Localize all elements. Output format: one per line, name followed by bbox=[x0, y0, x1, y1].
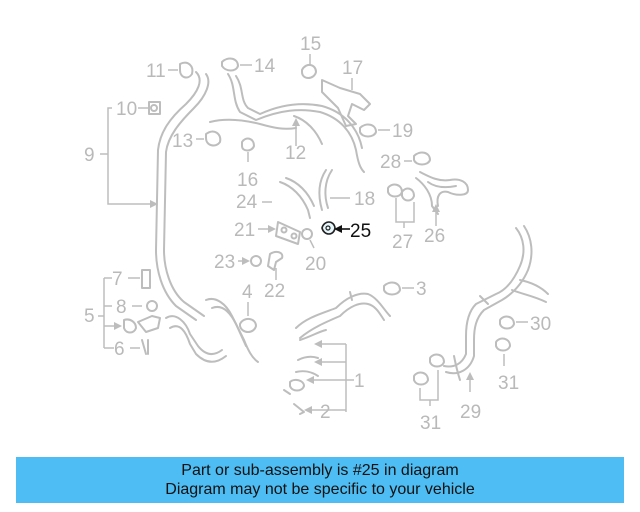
callout-label-28: 28 bbox=[380, 152, 401, 173]
callout-label-29: 29 bbox=[460, 402, 481, 423]
callout-9: 9 bbox=[84, 107, 158, 208]
callout-label-10: 10 bbox=[116, 99, 137, 120]
callout-31-right: 31 bbox=[495, 337, 519, 394]
callout-label-31-right: 31 bbox=[498, 373, 519, 394]
callout-7: 7 bbox=[104, 269, 151, 290]
callout-17: 17 bbox=[321, 58, 371, 127]
callout-label-8: 8 bbox=[116, 297, 127, 318]
callout-11: 11 bbox=[146, 61, 194, 82]
callout-label-21: 21 bbox=[234, 220, 255, 241]
callout-label-31-left: 31 bbox=[420, 413, 441, 434]
callout-label-11: 11 bbox=[146, 61, 166, 82]
callout-14: 14 bbox=[221, 56, 276, 77]
callout-23: 23 bbox=[214, 252, 262, 273]
callout-label-13: 13 bbox=[172, 131, 193, 152]
callout-21: 21 bbox=[234, 220, 301, 245]
callout-label-22: 22 bbox=[264, 281, 285, 302]
callout-31-left: 31 bbox=[413, 353, 445, 434]
callout-30: 30 bbox=[499, 314, 551, 335]
callout-19: 19 bbox=[359, 121, 413, 142]
callout-label-23: 23 bbox=[214, 252, 235, 273]
callout-6: 6 bbox=[104, 339, 149, 360]
callout-label-3: 3 bbox=[416, 279, 427, 300]
callout-16: 16 bbox=[237, 137, 258, 191]
callout-label-18: 18 bbox=[354, 189, 375, 210]
callout-20: 20 bbox=[301, 228, 326, 275]
callout-26: 26 bbox=[415, 171, 469, 247]
callout-24: 24 bbox=[236, 177, 315, 219]
callout-label-24: 24 bbox=[236, 192, 258, 213]
callout-label-1: 1 bbox=[354, 371, 365, 392]
callout-10: 10 bbox=[116, 99, 161, 120]
banner-line-2: Diagram may not be specific to your vehi… bbox=[165, 481, 475, 498]
callout-27: 27 bbox=[387, 183, 415, 253]
callout-22: 22 bbox=[264, 250, 285, 302]
callout-25: 25 bbox=[321, 221, 371, 242]
callout-label-14: 14 bbox=[254, 56, 276, 77]
callout-label-7: 7 bbox=[112, 269, 123, 290]
callout-29: 29 bbox=[443, 225, 549, 423]
callout-1: 1 bbox=[283, 291, 391, 412]
callout-label-15: 15 bbox=[300, 34, 321, 55]
callout-13: 13 bbox=[172, 130, 222, 152]
callout-label-19: 19 bbox=[392, 121, 413, 142]
callout-label-12: 12 bbox=[285, 143, 306, 164]
callout-label-4: 4 bbox=[242, 282, 253, 303]
parts-diagram: 9 10 11 13 14 12 15 bbox=[84, 34, 551, 434]
callout-label-16: 16 bbox=[237, 170, 258, 191]
callout-8: 8 bbox=[104, 297, 158, 318]
callout-3: 3 bbox=[383, 279, 427, 300]
info-banner: Part or sub-assembly is #25 in diagram D… bbox=[16, 457, 624, 503]
callout-label-20: 20 bbox=[305, 254, 326, 275]
callout-2: 2 bbox=[293, 402, 346, 423]
callout-4: 4 bbox=[239, 282, 257, 333]
callout-28: 28 bbox=[380, 151, 431, 173]
callout-label-17: 17 bbox=[342, 58, 363, 79]
callout-label-26: 26 bbox=[424, 226, 445, 247]
callout-12: 12 bbox=[209, 73, 365, 173]
callout-5: 5 bbox=[84, 278, 161, 348]
callout-label-2: 2 bbox=[320, 402, 331, 423]
callout-label-27: 27 bbox=[392, 232, 413, 253]
long-coolant-hose bbox=[155, 71, 259, 363]
callout-18: 18 bbox=[318, 169, 375, 211]
callout-label-30: 30 bbox=[530, 314, 551, 335]
callout-label-6: 6 bbox=[114, 339, 125, 360]
callout-label-5: 5 bbox=[84, 306, 95, 327]
part-25-clamp bbox=[321, 221, 336, 235]
callout-label-25: 25 bbox=[350, 221, 371, 242]
callout-15: 15 bbox=[300, 34, 321, 79]
banner-line-1: Part or sub-assembly is #25 in diagram bbox=[181, 462, 459, 479]
callout-label-9: 9 bbox=[84, 145, 95, 166]
